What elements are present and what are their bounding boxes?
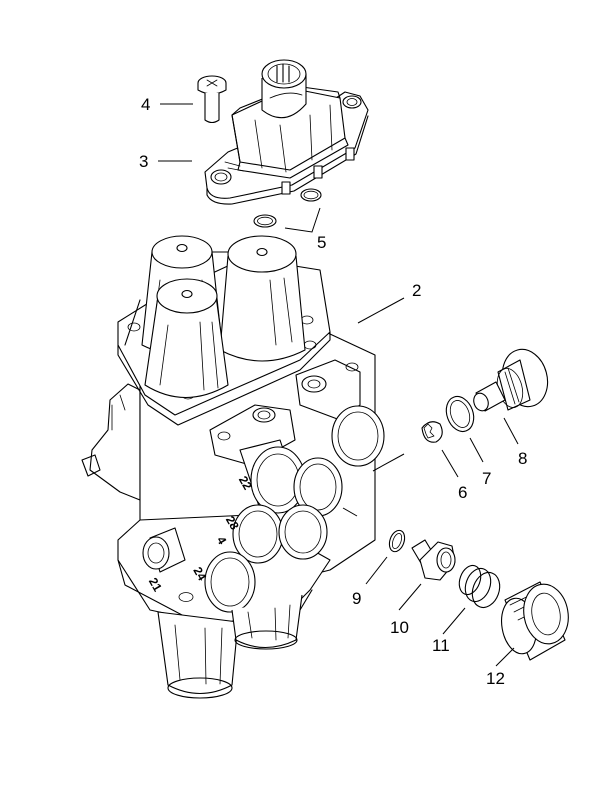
leader-7	[469, 437, 484, 463]
callout-4: 4	[141, 95, 150, 114]
part-3-connector-housing	[204, 59, 369, 205]
callout-7: 7	[482, 469, 491, 488]
port-marking-28: 28	[223, 514, 242, 533]
port-marking-24: 24	[190, 564, 209, 583]
leader-12	[495, 647, 515, 667]
callout-10: 10	[390, 618, 409, 637]
leader-2c	[342, 507, 358, 517]
part-8-plug	[473, 348, 549, 412]
callout-5: 5	[317, 233, 326, 252]
leader-2b	[372, 453, 405, 472]
part-9-o-ring	[388, 529, 406, 553]
part-5-o-rings	[253, 188, 322, 228]
leader-9	[365, 556, 388, 585]
part-6-cap	[421, 421, 443, 443]
leader-10	[398, 583, 422, 611]
callout-12: 12	[486, 669, 505, 688]
callout-3: 3	[139, 152, 148, 171]
callout-9: 9	[352, 589, 361, 608]
part-12-threaded-sleeve	[501, 581, 569, 661]
port-marking-21: 21	[146, 575, 165, 594]
part-7-sealing-ring	[445, 395, 475, 433]
callout-labels: 4 3 5 2 6 7 8 9 10 11 12	[139, 95, 527, 688]
leader-6	[441, 449, 459, 478]
part-2-valve-body: 22 28 24 21 4	[81, 235, 385, 699]
leader-2	[357, 297, 405, 324]
callout-8: 8	[518, 449, 527, 468]
leader-lines	[158, 103, 519, 667]
callout-11: 11	[432, 636, 450, 655]
part-4-screw	[197, 75, 227, 124]
leader-11	[442, 607, 466, 635]
part-10-insert	[411, 539, 456, 581]
leader-5	[284, 207, 321, 233]
leader-8	[503, 417, 519, 445]
part-11-spring	[458, 564, 501, 609]
port-marking-22: 22	[236, 474, 255, 493]
callout-2: 2	[412, 281, 421, 300]
callout-6: 6	[458, 483, 467, 502]
